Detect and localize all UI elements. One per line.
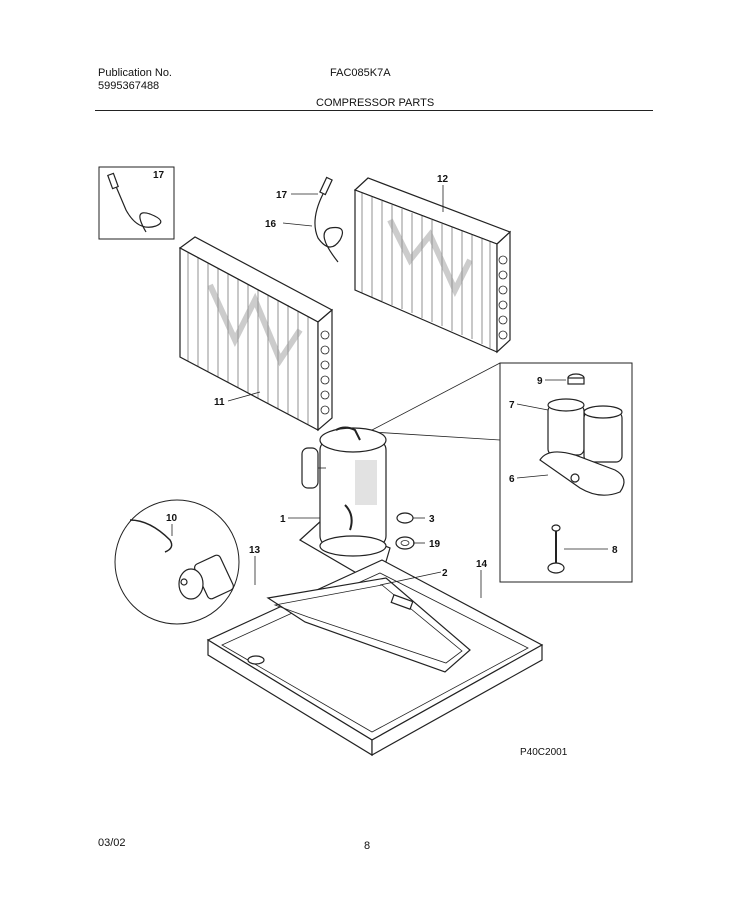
inset-sensor-box bbox=[98, 166, 175, 240]
callout-17: 17 bbox=[276, 190, 288, 201]
base-pan bbox=[206, 559, 544, 757]
header-rule bbox=[95, 110, 653, 111]
compressor bbox=[298, 426, 391, 576]
condenser-coil bbox=[353, 177, 512, 354]
section-title: COMPRESSOR PARTS bbox=[316, 97, 435, 109]
callout-19: 19 bbox=[429, 539, 441, 550]
callout-3: 3 bbox=[429, 514, 435, 525]
publication-label: Publication No. bbox=[98, 67, 172, 79]
sensor-wire bbox=[314, 176, 343, 263]
page-number: 8 bbox=[364, 840, 371, 852]
callout-10: 10 bbox=[166, 513, 178, 524]
callout-8: 8 bbox=[612, 545, 618, 556]
callout-11: 11 bbox=[214, 397, 225, 408]
callout-12: 12 bbox=[437, 174, 449, 185]
model-number: FAC085K7A bbox=[330, 67, 391, 79]
callout-17-inset: 17 bbox=[153, 170, 165, 181]
publication-number: 5995367488 bbox=[98, 80, 160, 92]
evaporator-coil bbox=[178, 236, 334, 432]
callout-13: 13 bbox=[249, 545, 261, 556]
callout-9: 9 bbox=[537, 376, 543, 387]
callout-16: 16 bbox=[265, 219, 277, 230]
bearing-inset-circle bbox=[114, 499, 240, 625]
callout-7: 7 bbox=[509, 400, 515, 411]
capacitor-inset-box bbox=[371, 362, 633, 583]
callout-2: 2 bbox=[442, 568, 448, 579]
leader-lines bbox=[171, 185, 608, 598]
callout-6: 6 bbox=[509, 474, 515, 485]
callout-14: 14 bbox=[476, 559, 488, 570]
callout-1: 1 bbox=[280, 514, 286, 525]
footer-date: 03/02 bbox=[98, 837, 126, 849]
figure-code: P40C2001 bbox=[520, 747, 568, 758]
